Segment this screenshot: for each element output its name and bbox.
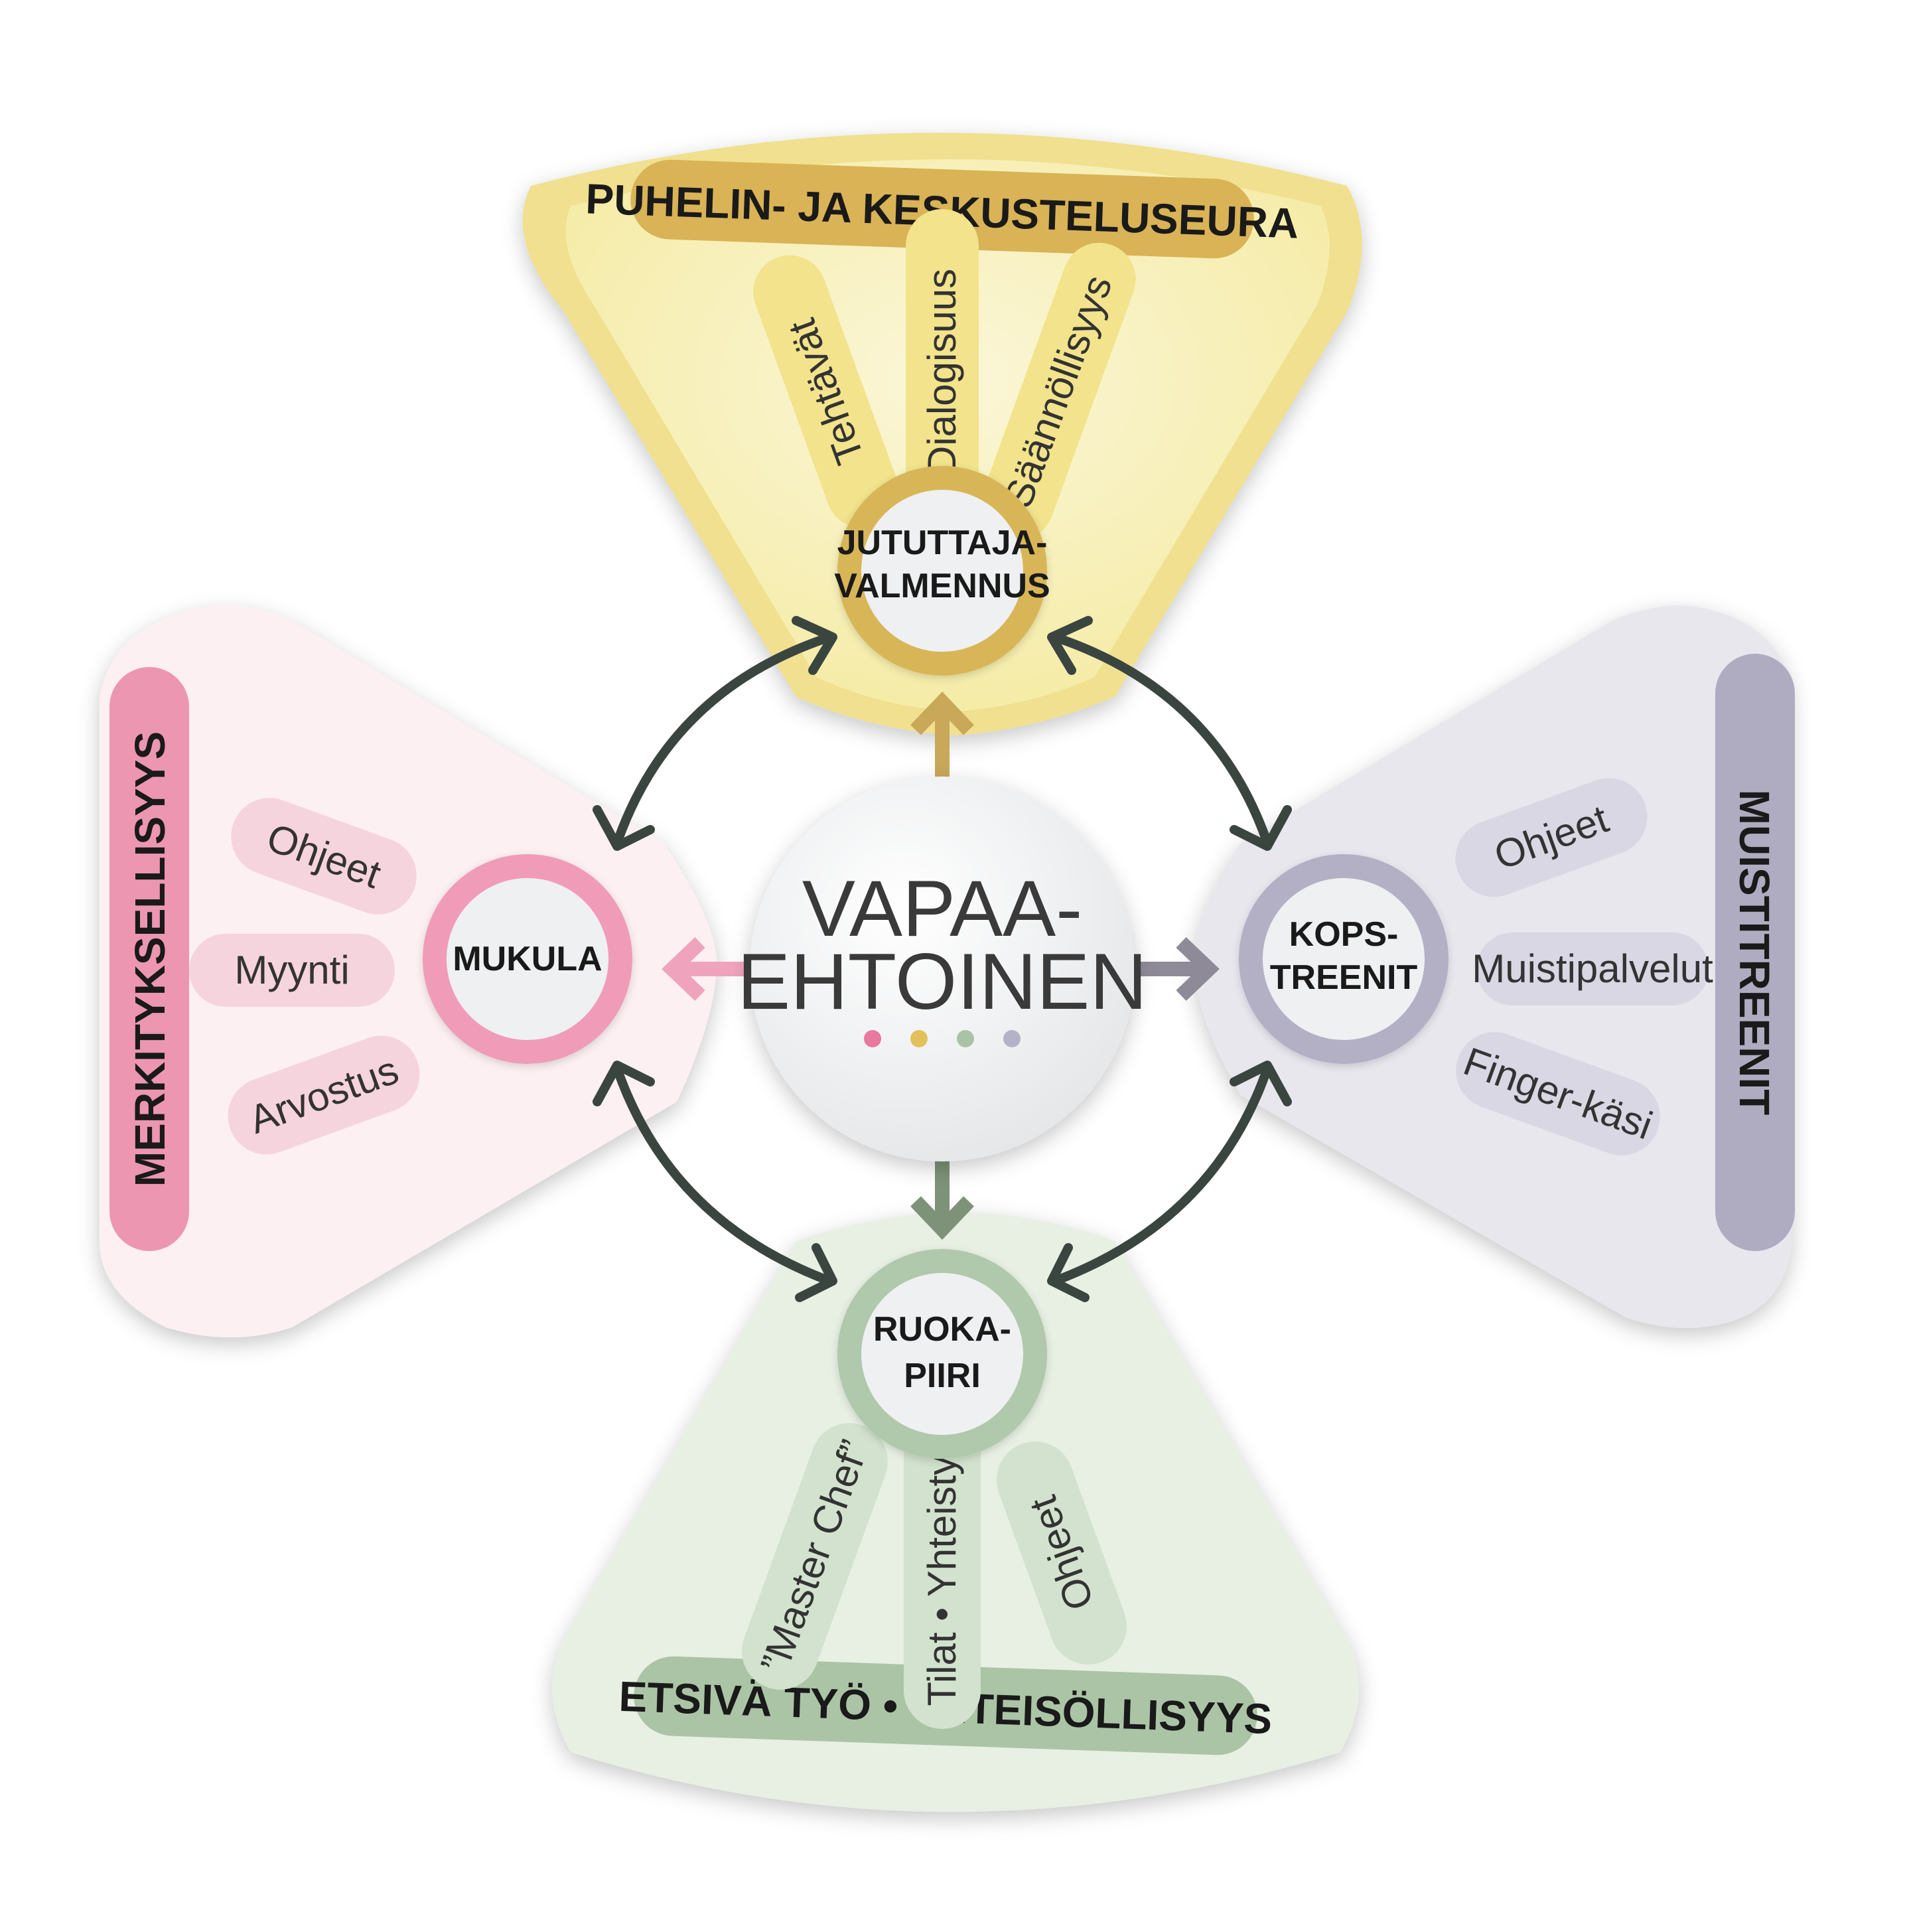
center-color-dots xyxy=(864,1030,1021,1047)
right-node-line2: TREENIT xyxy=(1270,958,1418,997)
left-section-panel xyxy=(100,605,717,1337)
right-title-text: MUISTITREENIT xyxy=(1731,790,1778,1116)
arrowhead-bottom-right-a xyxy=(1230,1061,1292,1106)
arrowhead-bottom-left-b xyxy=(795,1243,837,1302)
right-title-banner: MUISTITREENIT xyxy=(1715,654,1795,1251)
left-pill-2: Myynti xyxy=(189,934,395,1007)
top-pill-2-text: Dialogisuus xyxy=(920,269,964,475)
left-title-banner: MERKITYKSELLISYYS xyxy=(109,667,189,1251)
top-node-line2: VALMENNUS xyxy=(834,567,1050,605)
top-node-line1: JUTUTTAJA- xyxy=(837,524,1048,562)
center-dot-1 xyxy=(864,1030,881,1047)
center-line2: EHTOINEN xyxy=(737,937,1147,1026)
arrow-center-to-left xyxy=(662,937,746,1001)
arrow-center-to-right xyxy=(1135,937,1220,1001)
center-dot-3 xyxy=(957,1030,974,1047)
center-dot-4 xyxy=(1003,1030,1021,1047)
left-node: MUKULA xyxy=(423,854,632,1064)
arrowhead-top-right-a xyxy=(1047,616,1093,675)
right-pill-2-text: Muistipalvelut xyxy=(1472,946,1713,991)
bottom-pill-2: Tilat • Yhteistyö xyxy=(904,1410,981,1729)
arc-bottom-left xyxy=(612,1064,834,1286)
connector-arcs xyxy=(593,616,1292,1302)
arc-bottom-right xyxy=(1050,1064,1272,1286)
arrowhead-bottom-left-a xyxy=(593,1061,655,1106)
bottom-node-line1: RUOKA- xyxy=(873,1310,1011,1349)
right-pill-2: Muistipalvelut xyxy=(1472,932,1713,1005)
bottom-pill-2-text: Tilat • Yhteistyö xyxy=(920,1433,964,1706)
arc-top-left xyxy=(612,632,834,848)
center-dot-2 xyxy=(910,1030,928,1047)
arrow-center-to-top xyxy=(910,692,974,780)
center-node: VAPAA- EHTOINEN xyxy=(737,777,1147,1161)
arrowhead-top-right-b xyxy=(1230,805,1292,851)
arrowhead-top-left-b xyxy=(593,805,655,851)
left-fan xyxy=(100,605,717,1337)
arrowhead-bottom-right-b xyxy=(1047,1243,1090,1302)
top-node: JUTUTTAJA- VALMENNUS xyxy=(834,466,1050,676)
right-node-line1: KOPS- xyxy=(1289,915,1399,954)
left-title-text: MERKITYKSELLISYYS xyxy=(126,731,174,1187)
arrow-center-to-bottom xyxy=(910,1158,974,1240)
right-node: KOPS- TREENIT xyxy=(1239,854,1449,1064)
left-node-label: MUKULA xyxy=(453,940,602,978)
bottom-node: RUOKA- PIIRI xyxy=(837,1249,1047,1459)
top-pill-2: Dialogisuus xyxy=(906,209,979,534)
center-line1: VAPAA- xyxy=(802,864,1082,953)
bottom-node-line2: PIIRI xyxy=(904,1357,981,1395)
arrowhead-top-left-a xyxy=(792,616,837,675)
arc-top-right xyxy=(1050,632,1272,848)
left-pill-2-text: Myynti xyxy=(234,948,349,992)
